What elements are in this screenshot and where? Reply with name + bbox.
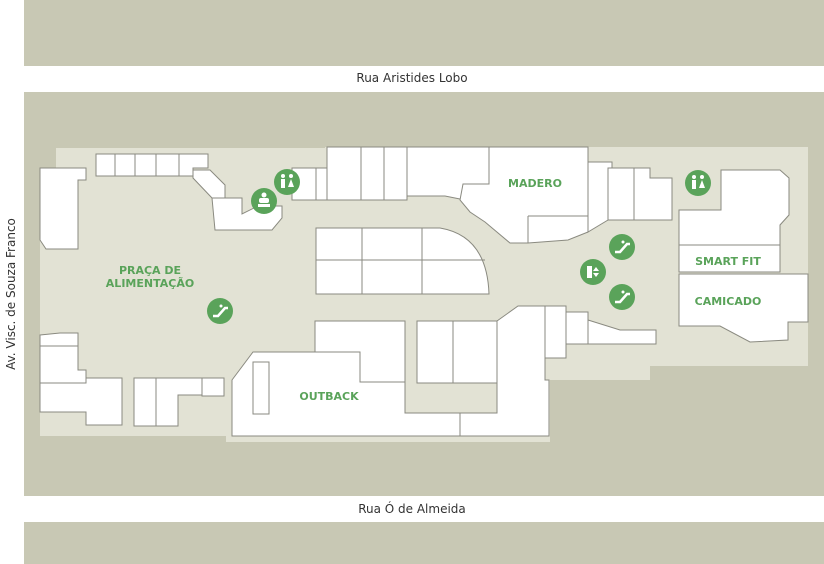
block-south xyxy=(24,522,824,564)
escalator-icon[interactable] xyxy=(207,298,233,324)
label-madero: MADERO xyxy=(508,177,562,190)
baby-changing-icon[interactable] xyxy=(251,188,277,214)
elevator-icon[interactable] xyxy=(580,259,606,285)
store-units xyxy=(39,146,809,437)
restroom-icon[interactable] xyxy=(274,169,300,195)
block-north xyxy=(24,0,824,66)
store-unit xyxy=(201,377,225,397)
escalator-icon[interactable] xyxy=(609,234,635,260)
store-outback xyxy=(231,351,461,437)
store-unit xyxy=(607,167,635,221)
store-unit xyxy=(459,305,550,437)
store-unit xyxy=(155,153,180,177)
store-unit xyxy=(633,167,673,221)
label-praca-alimentacao: PRAÇA DE xyxy=(119,264,181,277)
store-smart-fit xyxy=(678,169,790,273)
restroom-icon[interactable] xyxy=(685,170,711,196)
store-camicado xyxy=(678,273,809,343)
store-unit xyxy=(416,320,498,384)
store-unit xyxy=(95,153,116,177)
store-unit xyxy=(587,319,657,345)
store-unit xyxy=(544,305,567,359)
store-unit xyxy=(360,146,385,201)
street-label-bottom: Rua Ó de Almeida xyxy=(358,502,466,516)
store-unit xyxy=(133,377,157,427)
store-unit xyxy=(383,146,408,201)
store-unit xyxy=(252,361,270,415)
store-unit xyxy=(39,167,87,250)
label-smart-fit: SMART FIT xyxy=(695,255,761,268)
label-camicado: CAMICADO xyxy=(695,295,762,308)
store-unit xyxy=(39,332,79,347)
store-unit xyxy=(39,377,123,426)
street-label-top: Rua Aristides Lobo xyxy=(356,71,468,85)
store-unit xyxy=(134,153,157,177)
store-unit xyxy=(565,311,589,345)
escalator-icon[interactable] xyxy=(609,284,635,310)
store-unit xyxy=(178,153,209,177)
store-unit xyxy=(114,153,136,177)
label-praca-alimentacao-2: ALIMENTAÇÃO xyxy=(106,277,194,290)
label-outback: OUTBACK xyxy=(299,390,359,403)
store-island xyxy=(315,227,490,295)
store-unit xyxy=(326,146,362,201)
